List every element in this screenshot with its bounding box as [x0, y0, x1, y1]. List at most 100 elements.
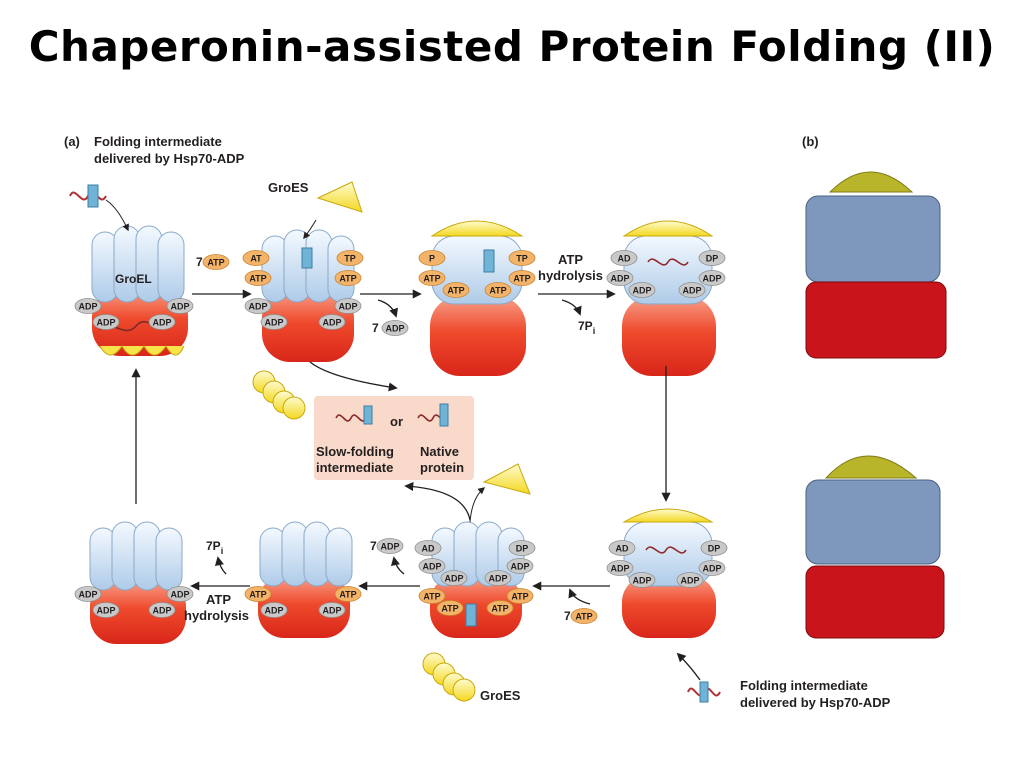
adp-badge: ADP	[698, 270, 726, 286]
slide-title: Chaperonin-assisted Protein Folding (II)	[28, 22, 996, 71]
atp-badge: ATP	[418, 270, 446, 286]
adp-badge: ADP	[484, 570, 512, 586]
groes-top-incoming: GroES	[268, 180, 363, 240]
adp-badge-label: ADP	[610, 274, 629, 284]
atp-badge-label: ATP	[423, 274, 440, 284]
atp-badge: ATP	[244, 586, 272, 602]
adp-out-bottom-count: 7	[370, 539, 377, 553]
groel-label: GroEL	[115, 272, 152, 286]
adp-badge-label: ADP	[248, 302, 267, 312]
atp-badge: ATP	[436, 600, 464, 616]
adp-badge-label: ADP	[152, 606, 171, 616]
groel-complex-1: GroEL	[91, 225, 188, 356]
adp-badge: ADP	[376, 538, 404, 554]
atp-badge-label: ATP	[207, 258, 224, 268]
atp-badge: ATP	[418, 588, 446, 604]
atp-badge: ATP	[442, 282, 470, 298]
adp-badge-label: ADP	[682, 286, 701, 296]
adp-badge-label: DP	[516, 544, 529, 554]
atp-badge: ATP	[334, 270, 362, 286]
groes-top-label: GroES	[268, 180, 309, 195]
adp-badge: ADP	[334, 298, 362, 314]
hydrolysis-top-line2: hydrolysis	[538, 268, 603, 283]
atp-badge: TP	[336, 250, 364, 266]
atp-badge-label: TP	[344, 254, 356, 264]
adp-badge: ADP	[381, 320, 409, 336]
atp-in-count: 7	[196, 255, 203, 269]
atp-badge-label: ATP	[511, 592, 528, 602]
adp-badge-label: ADP	[152, 318, 171, 328]
adp-badge: AD	[414, 540, 442, 556]
atp-badge-label: ATP	[491, 604, 508, 614]
adp-badge-label: ADP	[632, 576, 651, 586]
hydrolysis-top-line1: ATP	[558, 252, 583, 267]
atp-badge: P	[418, 250, 446, 266]
adp-badge-label: ADP	[170, 302, 189, 312]
atp-in-bottom-count: 7	[564, 609, 571, 623]
atp-badge-label: ATP	[441, 604, 458, 614]
cycle-arrows	[131, 289, 701, 681]
adp-badge-label: ADP	[78, 590, 97, 600]
adp-badge-label: ADP	[444, 574, 463, 584]
adp-badge-label: ADP	[702, 564, 721, 574]
adp-badge-label: DP	[708, 544, 721, 554]
pi-bottom-label: 7Pi	[206, 539, 223, 556]
atp-badge-label: ATP	[339, 274, 356, 284]
adp-badge: ADP	[698, 560, 726, 576]
adp-badge-label: ADP	[78, 302, 97, 312]
end-caption-line2: delivered by Hsp70-ADP	[740, 695, 891, 710]
adp-badge-label: ADP	[385, 324, 404, 334]
adp-badge-label: ADP	[702, 274, 721, 284]
adp-badge-label: ADP	[264, 606, 283, 616]
adp-badge: ADP	[418, 558, 446, 574]
atp-badge-label: ATP	[339, 590, 356, 600]
atp-badge: ATP	[506, 588, 534, 604]
panel-a-label: (a)	[64, 134, 80, 149]
adp-badge: ADP	[92, 602, 120, 618]
groel-complex-5	[622, 508, 716, 638]
adp-badge-label: AD	[422, 544, 435, 554]
adp-badge-label: ADP	[610, 564, 629, 574]
pi-top-label: 7Pi	[578, 319, 595, 336]
atp-badge-label: ATP	[423, 592, 440, 602]
adp-badge: AD	[608, 540, 636, 556]
atp-badge: ATP	[334, 586, 362, 602]
adp-badge: ADP	[606, 270, 634, 286]
start-caption-line1: Folding intermediate	[94, 134, 222, 149]
adp-badge-label: ADP	[632, 286, 651, 296]
native-label-line1: Native	[420, 444, 459, 459]
adp-badge-label: ADP	[322, 318, 341, 328]
atp-badge: ATP	[486, 600, 514, 616]
adp-badge: ADP	[260, 314, 288, 330]
start-caption-line2: delivered by Hsp70-ADP	[94, 151, 245, 166]
groel-complex-7	[258, 521, 353, 638]
adp-badge: ADP	[148, 314, 176, 330]
adp-badge: ADP	[260, 602, 288, 618]
hydrolysis-bottom-line1: ATP	[206, 592, 231, 607]
adp-badge: ADP	[606, 560, 634, 576]
adp-badge: DP	[508, 540, 536, 556]
hydrolysis-bottom-line2: hydrolysis	[184, 608, 249, 623]
adp-badge-label: ADP	[264, 318, 283, 328]
native-label-line2: protein	[420, 460, 464, 475]
adp-badge-label: ADP	[680, 576, 699, 586]
adp-out-count: 7	[372, 321, 379, 335]
adp-badge: ADP	[148, 602, 176, 618]
adp-badge-label: ADP	[96, 606, 115, 616]
adp-badge: ADP	[74, 298, 102, 314]
atp-badge-label: TP	[516, 254, 528, 264]
adp-badge: ADP	[166, 298, 194, 314]
atp-badge-label: ATP	[575, 612, 592, 622]
adp-badge-label: ADP	[96, 318, 115, 328]
groes-bundle-bottom	[422, 652, 476, 702]
atp-badge: ATP	[244, 270, 272, 286]
atp-badge-label: AT	[250, 254, 262, 264]
adp-badge-label: ADP	[488, 574, 507, 584]
adp-badge-label: AD	[616, 544, 629, 554]
adp-badge: ADP	[74, 586, 102, 602]
groel-complex-3	[430, 220, 526, 376]
atp-badge: AT	[242, 250, 270, 266]
atp-badge-label: ATP	[249, 590, 266, 600]
atp-badge: ATP	[570, 608, 598, 624]
adp-badge: ADP	[244, 298, 272, 314]
